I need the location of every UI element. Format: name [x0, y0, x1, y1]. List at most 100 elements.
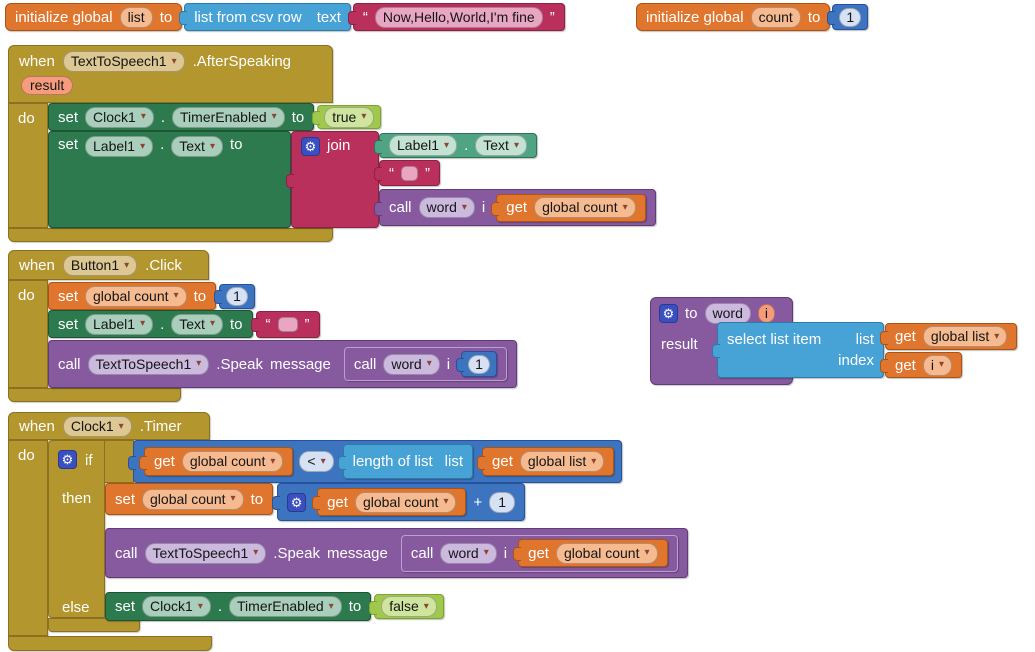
join-block[interactable]: ⚙ join: [286, 131, 379, 228]
variable-dropdown[interactable]: global count ▾: [534, 197, 636, 218]
true-dropdown[interactable]: true ▾: [324, 106, 375, 128]
initialize-global-list-block[interactable]: initialize global list to: [5, 3, 183, 31]
result-param-pill[interactable]: result: [21, 76, 74, 95]
get-global-count-block[interactable]: get global count ▾: [138, 447, 294, 476]
empty-string-block[interactable]: “ ”: [250, 310, 320, 338]
init-global-count-row: initialize global count to 1: [636, 3, 869, 31]
param-i-pill[interactable]: i: [757, 304, 775, 323]
logic-false-block[interactable]: false ▾: [369, 594, 444, 619]
if-block-footer[interactable]: [48, 618, 140, 632]
variable-dropdown[interactable]: global count ▾: [354, 491, 457, 513]
text-property-dropdown[interactable]: Text ▾: [171, 136, 223, 157]
to-label: to: [807, 8, 821, 26]
text-property-dropdown[interactable]: Text ▾: [475, 135, 527, 156]
dot-label: .: [160, 315, 165, 333]
number-field[interactable]: 1: [489, 491, 516, 513]
set-global-count-block[interactable]: set global count ▾ to: [48, 282, 217, 310]
button-component-dropdown[interactable]: Button1 ▾: [62, 255, 138, 276]
call-word-block[interactable]: call word ▾ i 1: [343, 347, 507, 381]
procedure-dropdown[interactable]: word ▾: [418, 197, 475, 218]
math-plus-block[interactable]: ⚙ get global count ▾ + 1: [272, 483, 526, 521]
variable-dropdown[interactable]: global count ▾: [555, 542, 658, 564]
when-aftersppeaking-spine[interactable]: do: [8, 103, 48, 228]
false-dropdown[interactable]: false ▾: [381, 596, 437, 617]
component-name: Button1: [70, 257, 120, 273]
set-clock-timerenabled-block[interactable]: set Clock1 ▾ . TimerEnabled ▾ to: [105, 592, 372, 621]
label-component-dropdown[interactable]: Label1 ▾: [85, 313, 154, 335]
set-label-text-block[interactable]: set Label1 ▾ . Text ▾ to: [48, 131, 291, 228]
set-label-text-block[interactable]: set Label1 ▾ . Text ▾ to: [48, 310, 253, 338]
global-list-name-field[interactable]: list: [119, 6, 153, 28]
csv-string-block[interactable]: “ Now,Hello,World,I'm fine ”: [347, 3, 565, 31]
when-label: when: [19, 53, 55, 70]
get-global-list-block[interactable]: get global list ▾: [477, 447, 615, 476]
variable-dropdown[interactable]: global count ▾: [181, 451, 284, 472]
to-label: to: [250, 490, 264, 508]
variable-dropdown[interactable]: global list ▾: [519, 451, 605, 472]
select-list-item-block[interactable]: select list item list index: [712, 322, 884, 378]
when-aftersppeaking-footer[interactable]: [8, 228, 333, 242]
comparison-block[interactable]: get global count ▾ < ▾ length of list li…: [127, 440, 623, 483]
clock-component-dropdown[interactable]: Clock1 ▾: [142, 596, 211, 617]
call-word-block[interactable]: call word ▾ i get global count ▾: [400, 534, 678, 572]
property-name: Text: [179, 138, 205, 154]
timerenabled-property-dropdown[interactable]: TimerEnabled ▾: [172, 106, 285, 128]
number-field[interactable]: 1: [468, 354, 490, 374]
when-clocktimer-spine[interactable]: do: [8, 440, 48, 636]
mutator-gear-icon[interactable]: ⚙: [58, 450, 77, 469]
if-block-frame[interactable]: ⚙ if then else: [48, 440, 105, 618]
tts-component-dropdown[interactable]: TextToSpeech1 ▾: [62, 51, 185, 72]
mutator-gear-icon[interactable]: ⚙: [301, 137, 320, 156]
number-field[interactable]: 1: [839, 7, 862, 27]
logic-true-block[interactable]: true ▾: [312, 105, 382, 129]
number-1-block[interactable]: 1: [827, 4, 869, 30]
when-buttonclick-footer[interactable]: [8, 388, 181, 402]
label-text-getter-block[interactable]: Label1 ▾ . Text ▾: [374, 133, 537, 158]
when-buttonclick-header[interactable]: when Button1 ▾ .Click: [8, 250, 209, 280]
timerenabled-property-dropdown[interactable]: TimerEnabled ▾: [229, 596, 342, 617]
csv-string-field[interactable]: Now,Hello,World,I'm fine: [374, 6, 543, 28]
when-aftersppeaking-header[interactable]: when TextToSpeech1 ▾ .AfterSpeaking resu…: [8, 45, 333, 103]
get-global-count-block[interactable]: get global count ▾: [312, 488, 467, 516]
tts-component-dropdown[interactable]: TextToSpeech1 ▾: [87, 353, 210, 375]
when-buttonclick-spine[interactable]: do: [8, 280, 48, 388]
tts-component-dropdown[interactable]: TextToSpeech1 ▾: [144, 542, 267, 564]
global-count-name-field[interactable]: count: [750, 6, 801, 28]
separator-string-block[interactable]: “ ”: [374, 160, 440, 186]
variable-dropdown[interactable]: i ▾: [922, 354, 953, 376]
procedure-dropdown[interactable]: word ▾: [383, 353, 440, 375]
when-clocktimer-footer[interactable]: [8, 636, 212, 651]
clock-component-dropdown[interactable]: Clock1 ▾: [62, 416, 132, 437]
comparison-operator-dropdown[interactable]: < ▾: [299, 451, 334, 472]
get-global-count-block[interactable]: get global count ▾: [491, 193, 646, 222]
length-of-list-block[interactable]: length of list list: [337, 444, 474, 479]
mutator-gear-icon[interactable]: ⚙: [659, 304, 678, 323]
empty-text-field[interactable]: [277, 316, 298, 332]
get-global-count-block[interactable]: get global count ▾: [513, 539, 668, 567]
procedure-name-field[interactable]: word: [704, 303, 751, 324]
text-property-dropdown[interactable]: Text ▾: [171, 313, 223, 335]
procedure-dropdown[interactable]: word ▾: [440, 542, 497, 564]
set-global-count-block[interactable]: set global count ▾ to: [105, 483, 274, 515]
label-component-dropdown[interactable]: Label1 ▾: [85, 136, 154, 157]
call-word-block[interactable]: call word ▾ i get global count ▾: [374, 189, 656, 226]
empty-text-field[interactable]: [401, 165, 418, 181]
call-tts-speak-block[interactable]: call TextToSpeech1 ▾ .Speak message call…: [105, 528, 688, 578]
variable-dropdown[interactable]: global count ▾: [85, 285, 187, 307]
when-clocktimer-header[interactable]: when Clock1 ▾ .Timer: [8, 412, 210, 440]
variable-dropdown[interactable]: global count ▾: [142, 488, 244, 510]
get-i-block[interactable]: get i ▾: [879, 352, 963, 378]
dropdown-arrow-icon: ▾: [591, 455, 597, 467]
get-global-list-block[interactable]: get global list ▾: [879, 323, 1018, 350]
number-1-block[interactable]: 1: [214, 283, 255, 309]
number-field[interactable]: 1: [226, 286, 248, 306]
list-from-csv-row-block[interactable]: list from csv row text: [179, 3, 351, 31]
number-1-block[interactable]: 1: [456, 351, 497, 377]
call-tts-speak-block[interactable]: call TextToSpeech1 ▾ .Speak message call…: [48, 340, 517, 388]
label-component-dropdown[interactable]: Label1 ▾: [389, 135, 458, 156]
set-clock-timerenabled-block[interactable]: set Clock1 ▾ . TimerEnabled ▾ to: [48, 103, 315, 131]
clock-component-dropdown[interactable]: Clock1 ▾: [85, 106, 154, 128]
initialize-global-count-block[interactable]: initialize global count to: [636, 3, 831, 31]
variable-dropdown[interactable]: global list ▾: [922, 326, 1008, 347]
mutator-gear-icon[interactable]: ⚙: [287, 492, 307, 512]
